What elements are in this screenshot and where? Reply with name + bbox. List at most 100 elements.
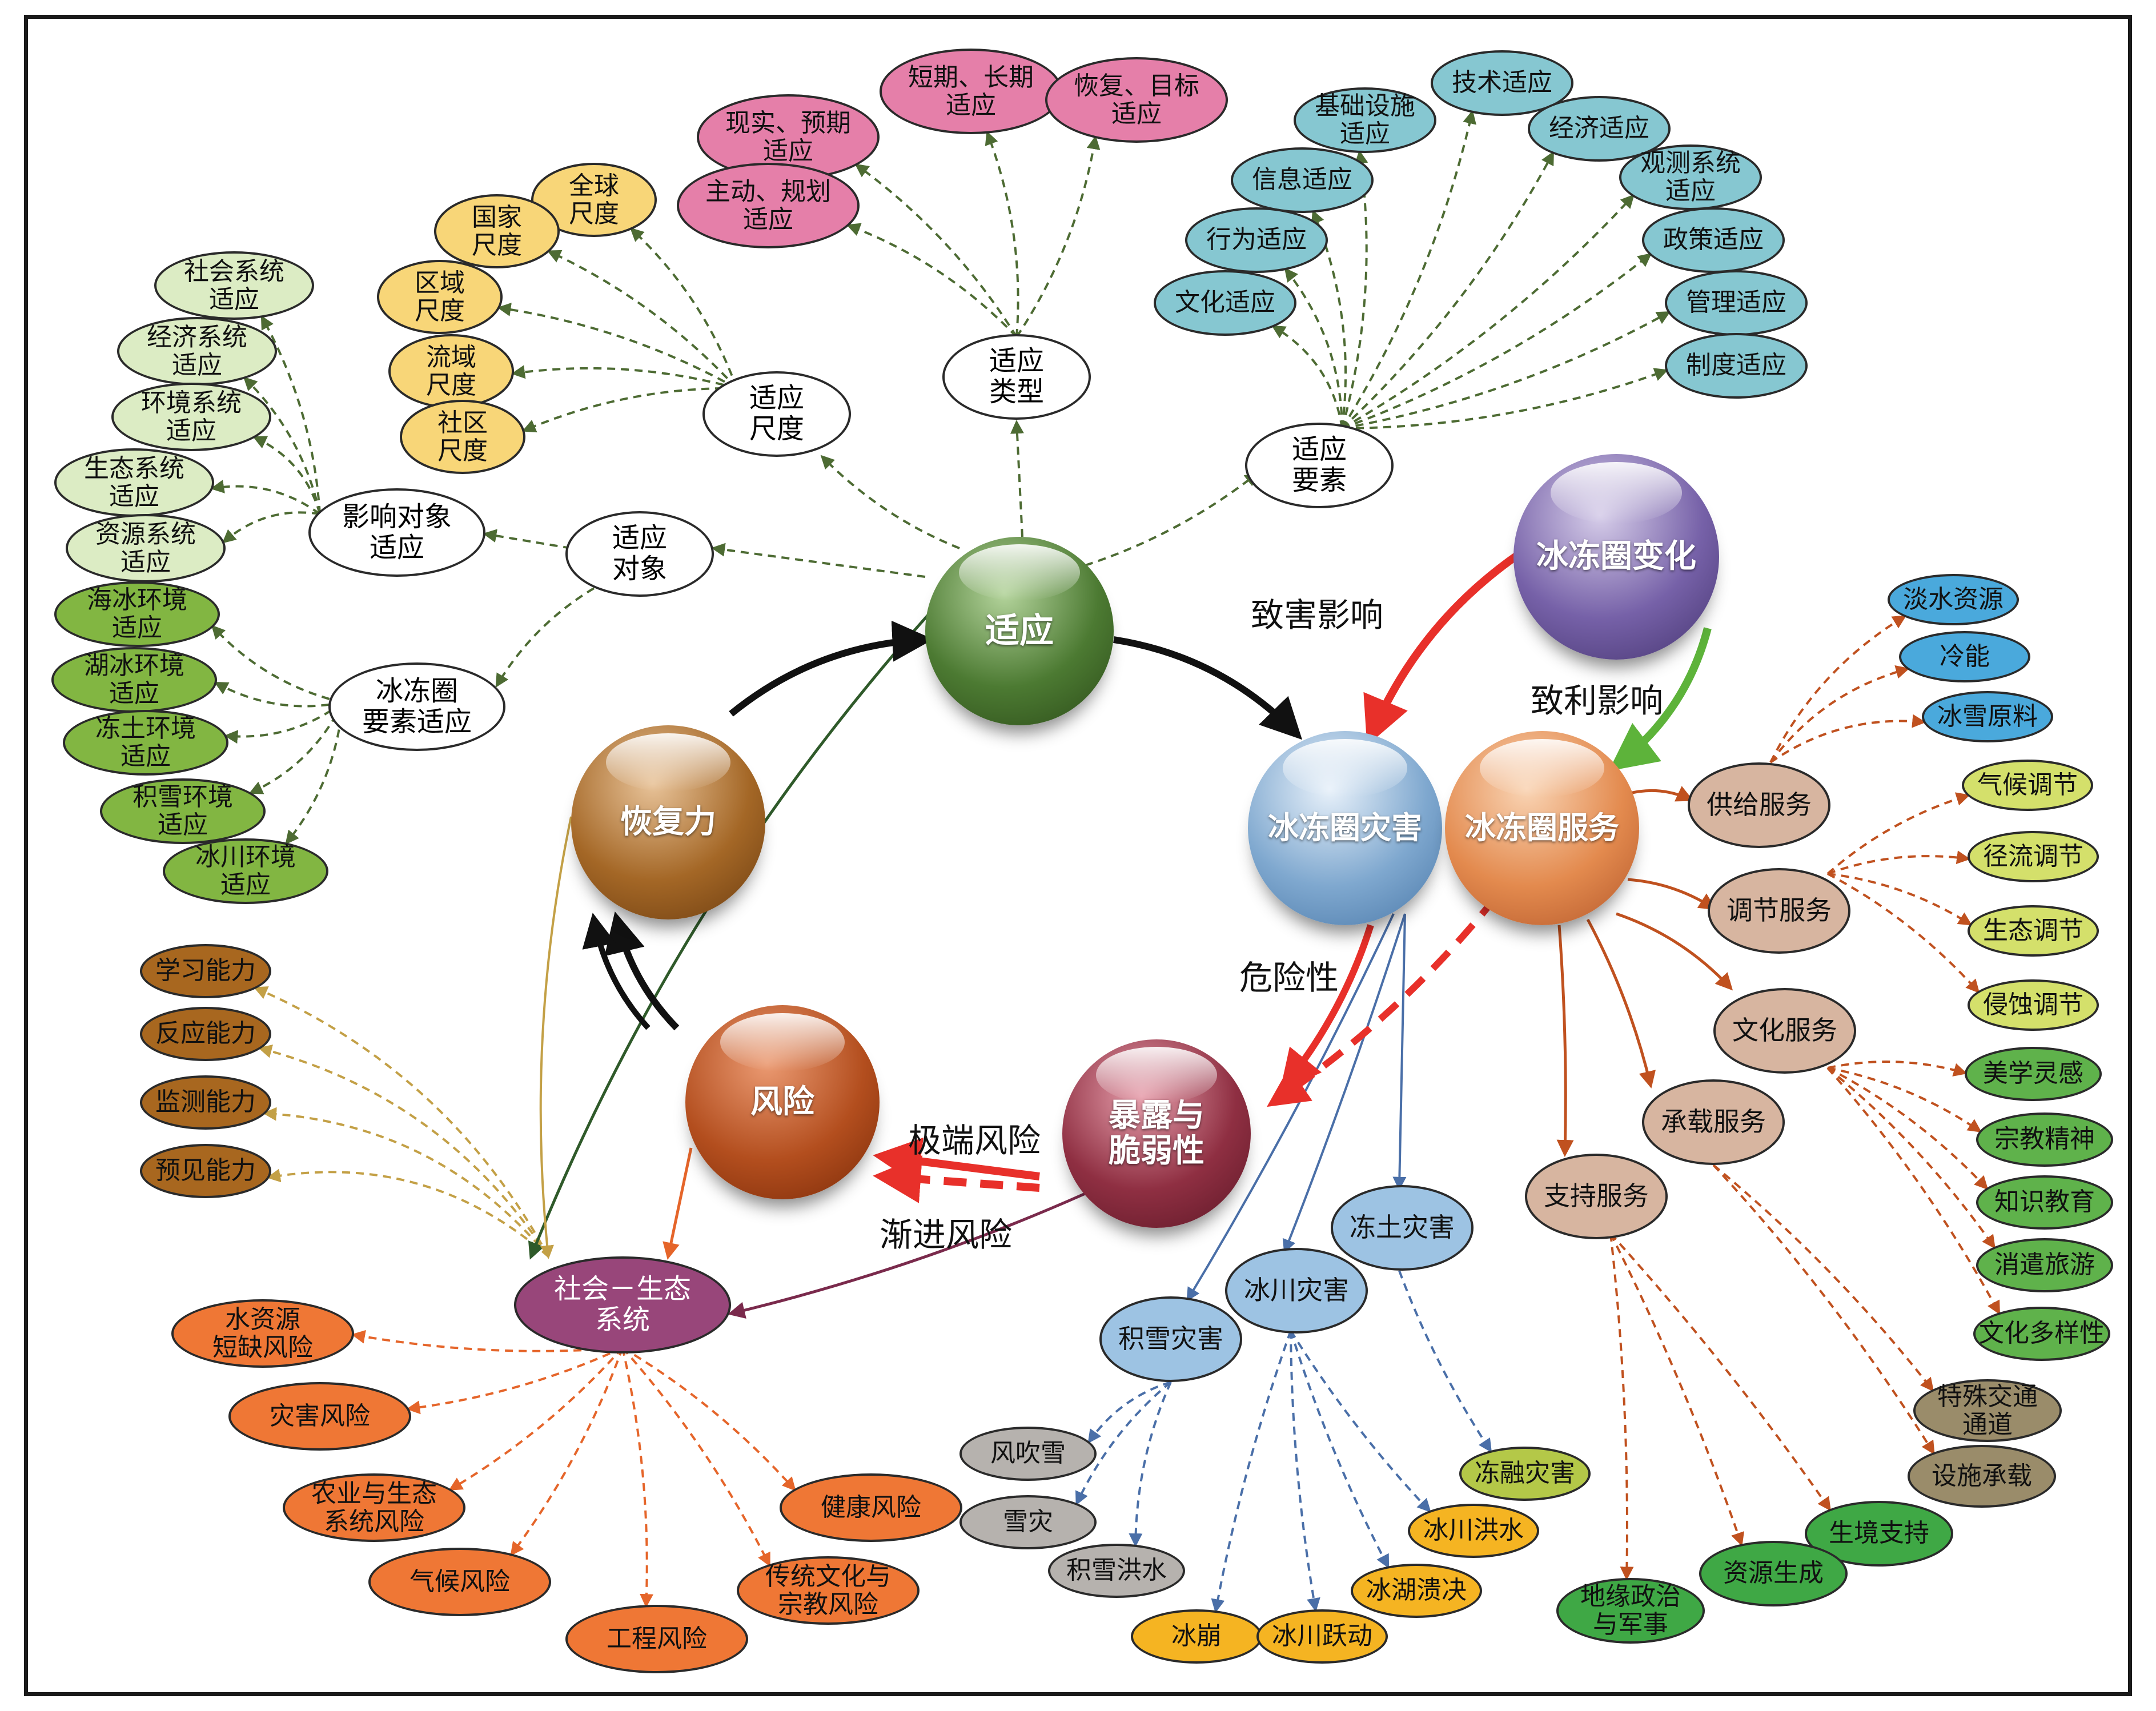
sphere-cryosphere-service[interactable]: 冰冻圈服务: [1445, 731, 1639, 925]
regulate-item-node-connector: [1827, 873, 1973, 926]
impact-system-node-1[interactable]: 社会系统 适应: [154, 251, 314, 320]
culture-item-node-4[interactable]: 消遣旅游: [1976, 1238, 2113, 1292]
node-adaptation-scale[interactable]: 适应 尺度: [702, 371, 851, 457]
adapt-type-node-4[interactable]: 主动、规划 适应: [677, 163, 860, 248]
snow-hazard-node-2[interactable]: 雪灾: [959, 1495, 1097, 1549]
element-node-5[interactable]: 观测系统 适应: [1619, 144, 1762, 210]
element-node-10[interactable]: 制度适应: [1665, 332, 1808, 399]
regulate-item-node-1[interactable]: 气候调节: [1962, 760, 2093, 811]
element-node-connector: [1342, 253, 1652, 429]
impact-system-node-2[interactable]: 经济系统 适应: [117, 317, 277, 385]
snow-hazard-node-3[interactable]: 积雪洪水: [1048, 1543, 1185, 1598]
element-node-9[interactable]: 管理适应: [1665, 270, 1808, 336]
carrying-item-node-2[interactable]: 设施承载: [1908, 1445, 2056, 1508]
sphere-recovery[interactable]: 恢复力: [571, 725, 765, 919]
hub-connector: [539, 816, 572, 1259]
supply-item-node-2[interactable]: 冷能: [1899, 631, 2030, 682]
culture-item-node-1[interactable]: 美学灵感: [1965, 1046, 2102, 1101]
glacier-hazard-node-1[interactable]: 冰崩: [1131, 1609, 1262, 1664]
sphere-adaptation[interactable]: 适应: [925, 537, 1114, 725]
support-item-node-2[interactable]: 资源生成: [1699, 1540, 1848, 1606]
node-social-ecological-system[interactable]: 社会－生态 系统: [514, 1256, 731, 1353]
permafrost-hazard-node-1[interactable]: 冻融灾害: [1459, 1446, 1591, 1501]
regulate-item-node-3[interactable]: 生态调节: [1968, 905, 2099, 957]
node-snow-hazard[interactable]: 积雪灾害: [1099, 1296, 1242, 1382]
capacity-node-2[interactable]: 反应能力: [140, 1006, 271, 1061]
hub-connector: [663, 1147, 693, 1260]
node-glacier-hazard[interactable]: 冰川灾害: [1225, 1248, 1368, 1334]
impact-system-node-3[interactable]: 环境系统 适应: [111, 383, 271, 451]
sphere-cryosphere-change[interactable]: 冰冻圈变化: [1513, 454, 1719, 660]
capacity-node-3[interactable]: 监测能力: [140, 1075, 271, 1130]
risk-node-5[interactable]: 工程风险: [565, 1605, 748, 1673]
node-carrying-service[interactable]: 承载服务: [1642, 1079, 1785, 1165]
node-impact-object-adaptation[interactable]: 影响对象 适应: [308, 488, 485, 577]
risk-node-3[interactable]: 农业与生态 系统风险: [283, 1473, 465, 1542]
cryo-env-node-5[interactable]: 冰川环境 适应: [163, 838, 328, 904]
node-regulating-service[interactable]: 调节服务: [1708, 868, 1850, 954]
culture-item-node-5[interactable]: 文化多样性: [1973, 1306, 2110, 1361]
risk-node-1[interactable]: 水资源 短缺风险: [171, 1299, 354, 1368]
carrying-item-node-1[interactable]: 特殊交通 通道: [1913, 1379, 2062, 1442]
carrying-item-node-connector: [1712, 1164, 1935, 1455]
node-adaptation-object[interactable]: 适应 对象: [565, 511, 714, 597]
cryo-env-node-4[interactable]: 积雪环境 适应: [100, 778, 266, 844]
snow-hazard-node-1[interactable]: 风吹雪: [959, 1426, 1097, 1481]
culture-item-node-3[interactable]: 知识教育: [1976, 1175, 2113, 1230]
cryo-env-node-3[interactable]: 冻土环境 适应: [63, 709, 228, 776]
sphere-cryosphere-hazard[interactable]: 冰冻圈灾害: [1248, 731, 1442, 925]
node-adaptation-type[interactable]: 适应 类型: [942, 334, 1091, 420]
sphere-exposure-vulnerability[interactable]: 暴露与 脆弱性: [1062, 1039, 1251, 1228]
cryo-env-node-2[interactable]: 湖冰环境 适应: [51, 646, 217, 713]
element-node-3[interactable]: 经济适应: [1528, 95, 1671, 162]
culture-item-node-2[interactable]: 宗教精神: [1976, 1112, 2113, 1167]
support-item-node-3[interactable]: 地缘政治 与军事: [1556, 1577, 1705, 1644]
capacity-node-1[interactable]: 学习能力: [140, 943, 271, 998]
risk-node-6[interactable]: 传统文化与 宗教风险: [737, 1556, 920, 1625]
risk-node-2[interactable]: 灾害风险: [228, 1382, 411, 1451]
supply-item-node-1[interactable]: 淡水资源: [1888, 574, 2019, 625]
adapt-type-node-connector: [985, 131, 1019, 338]
snow-hazard-node-connector: [1129, 1381, 1172, 1548]
hub-connector: [1010, 420, 1024, 537]
adapt-type-node-1[interactable]: 短期、长期 适应: [880, 49, 1062, 134]
node-supporting-service[interactable]: 支持服务: [1525, 1154, 1668, 1239]
supply-item-node-3[interactable]: 冰雪原料: [1922, 691, 2053, 742]
impact-system-node-4[interactable]: 生态系统 适应: [54, 448, 214, 517]
element-node-2[interactable]: 基础设施 适应: [1294, 87, 1436, 153]
adapt-type-node-3[interactable]: 恢复、目标 适应: [1045, 57, 1228, 143]
glacier-hazard-node-2[interactable]: 冰川跃动: [1256, 1609, 1388, 1664]
cycle-arrow: [1113, 636, 1303, 740]
scale-node-4[interactable]: 流域 尺度: [388, 334, 514, 408]
culture-item-node-connector: [1827, 1061, 1968, 1077]
regulate-item-node-2[interactable]: 径流调节: [1968, 831, 2099, 882]
glacier-hazard-node-3[interactable]: 冰湖溃决: [1351, 1563, 1482, 1618]
glacier-hazard-node-4[interactable]: 冰川洪水: [1408, 1503, 1539, 1558]
scale-node-5[interactable]: 社区 尺度: [400, 400, 525, 474]
regulate-item-node-4[interactable]: 侵蚀调节: [1968, 979, 2099, 1031]
node-supply-service[interactable]: 供给服务: [1688, 762, 1830, 848]
cryo-env-node-1[interactable]: 海冰环境 适应: [54, 581, 220, 647]
scale-node-2[interactable]: 国家 尺度: [434, 194, 560, 268]
risk-node-4[interactable]: 气候风险: [368, 1548, 551, 1616]
element-node-connector: [1341, 110, 1476, 429]
sphere-risk[interactable]: 风险: [685, 1005, 880, 1199]
element-node-7[interactable]: 政策适应: [1642, 207, 1785, 273]
node-adaptation-elements[interactable]: 适应 要素: [1245, 423, 1394, 508]
supply-item-node-connector: [1769, 615, 1907, 763]
node-cryosphere-element-adaptation[interactable]: 冰冻圈 要素适应: [328, 662, 505, 751]
risk-node-7[interactable]: 健康风险: [780, 1473, 962, 1542]
element-node-6[interactable]: 行为适应: [1185, 207, 1328, 273]
scale-node-3[interactable]: 区域 尺度: [377, 260, 503, 334]
node-permafrost-hazard[interactable]: 冻土灾害: [1331, 1185, 1474, 1271]
regulate-item-node-connector: [1827, 873, 1980, 994]
hub-connector: [820, 455, 960, 549]
capacity-node-4[interactable]: 预见能力: [140, 1143, 271, 1198]
impact-system-node-5[interactable]: 资源系统 适应: [66, 514, 226, 583]
impact-arrow: [1608, 627, 1712, 772]
cycle-arrow: [604, 911, 680, 1031]
element-node-4[interactable]: 信息适应: [1231, 147, 1374, 213]
element-node-8[interactable]: 文化适应: [1154, 270, 1296, 336]
adapt-type-node-2[interactable]: 现实、预期 适应: [697, 94, 880, 180]
node-cultural-service[interactable]: 文化服务: [1713, 988, 1856, 1074]
